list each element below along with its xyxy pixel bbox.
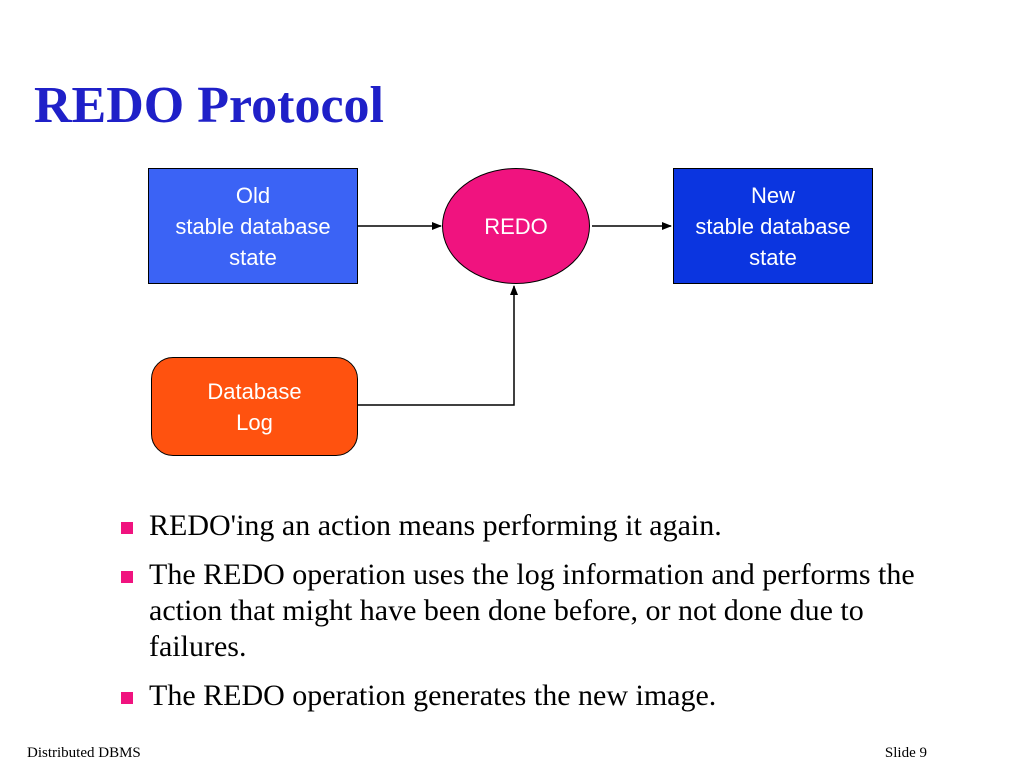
bullet-text: REDO'ing an action means performing it a… <box>149 509 722 542</box>
arrow-log-to-redo <box>358 285 518 406</box>
redo-diagram: Old stable database state REDO New stabl… <box>148 168 873 456</box>
square-bullet-icon <box>121 571 133 583</box>
bullet-text: The REDO operation uses the log informat… <box>149 558 915 663</box>
database-log-box: Database Log <box>151 357 358 456</box>
square-bullet-icon <box>121 692 133 704</box>
footer-slide-number: Slide 9 <box>884 745 927 761</box>
new-state-label: New stable database state <box>695 182 851 270</box>
footer-course: Distributed DBMS <box>27 745 141 761</box>
old-state-label: Old stable database state <box>175 182 331 270</box>
bullet-item: REDO'ing an action means performing it a… <box>118 508 918 544</box>
old-state-box: Old stable database state <box>148 168 358 284</box>
bullet-item: The REDO operation generates the new ima… <box>118 678 918 714</box>
new-state-box: New stable database state <box>673 168 873 284</box>
bullet-item: The REDO operation uses the log informat… <box>118 557 918 665</box>
redo-node: REDO <box>442 168 590 284</box>
bullet-list: REDO'ing an action means performing it a… <box>118 508 918 727</box>
square-bullet-icon <box>121 522 133 534</box>
bullet-text: The REDO operation generates the new ima… <box>149 679 717 712</box>
redo-label: REDO <box>484 214 548 239</box>
database-log-label: Database Log <box>207 378 302 435</box>
page-title: REDO Protocol <box>34 77 384 134</box>
diagram-connectors <box>358 222 672 406</box>
